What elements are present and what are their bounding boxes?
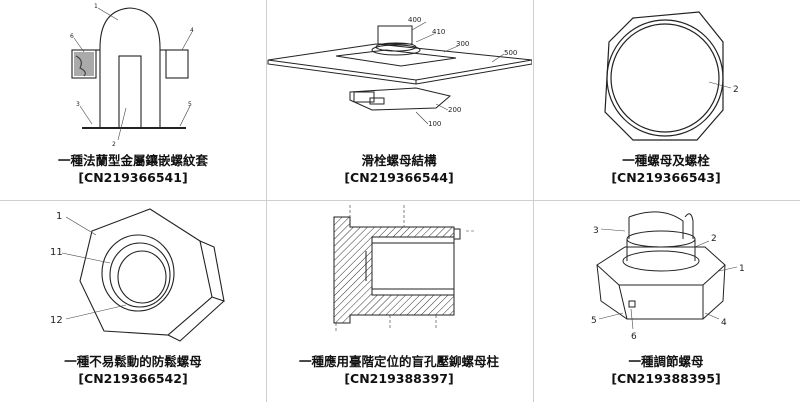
patent-caption: 一種螺母及螺栓 [CN219366543] [533, 152, 799, 186]
patent-number[interactable]: [CN219388397] [344, 371, 454, 386]
ref-label: 3 [593, 226, 599, 236]
patent-number[interactable]: [CN219366542] [78, 371, 188, 386]
patent-number[interactable]: [CN219366543] [611, 170, 721, 185]
patent-card-1[interactable]: 1 6 4 3 2 5 一種法蘭型金屬鑲嵌螺紋套 [CN219366541] [0, 0, 266, 201]
patent-title[interactable]: 滑栓螺母結構 [361, 153, 437, 168]
patent-card-6[interactable]: 3 2 1 5 6 4 一種調節螺母 [CN219388395] [533, 201, 799, 402]
ref-label: 2 [112, 141, 116, 148]
ref-label: 6 [70, 33, 74, 40]
ref-label: 500 [504, 49, 517, 57]
patent-card-5[interactable]: 一種應用臺階定位的盲孔壓鉚螺母柱 [CN219388397] [266, 201, 532, 402]
ref-label: 11 [50, 247, 63, 258]
ref-label: 1 [56, 211, 62, 222]
ref-label: 300 [456, 40, 469, 48]
ref-label: 5 [591, 316, 597, 326]
ref-label: 12 [50, 315, 63, 326]
ref-label: 3 [76, 101, 80, 108]
patent-card-4[interactable]: 1 11 12 一種不易鬆動的防鬆螺母 [CN219366542] [0, 201, 266, 402]
ref-label: 200 [448, 106, 461, 114]
blind-hole-rivet-nut-drawing [333, 205, 474, 331]
ref-label: 2 [711, 234, 717, 244]
flanged-insert-drawing: 1 6 4 3 2 5 [70, 3, 194, 148]
patent-caption: 滑栓螺母結構 [CN219366544] [266, 152, 532, 186]
slide-bolt-nut-drawing: 400 410 300 500 200 100 [267, 16, 532, 128]
ref-label: 4 [721, 318, 727, 328]
ref-label: 100 [428, 120, 441, 128]
grid-divider [266, 0, 267, 402]
ref-label: 2 [733, 85, 739, 95]
patent-caption: 一種調節螺母 [CN219388395] [533, 353, 799, 387]
ref-label: 1 [94, 3, 98, 10]
patent-number[interactable]: [CN219388395] [611, 371, 721, 386]
patent-number[interactable]: [CN219366544] [344, 170, 454, 185]
patent-title[interactable]: 一種調節螺母 [628, 354, 704, 369]
ref-label: 4 [190, 27, 194, 34]
nut-and-bolt-drawing: 2 [604, 11, 739, 141]
patent-number[interactable]: [CN219366541] [78, 170, 188, 185]
patent-title[interactable]: 一種不易鬆動的防鬆螺母 [64, 354, 202, 369]
ref-label: 400 [408, 16, 421, 24]
patent-caption: 一種不易鬆動的防鬆螺母 [CN219366542] [0, 353, 266, 387]
patent-card-2[interactable]: 400 410 300 500 200 100 滑栓螺母結構 [CN219366… [266, 0, 532, 201]
ref-label: 1 [739, 264, 745, 274]
ref-label: 410 [432, 28, 445, 36]
patent-title[interactable]: 一種螺母及螺栓 [622, 153, 710, 168]
patent-caption: 一種應用臺階定位的盲孔壓鉚螺母柱 [CN219388397] [266, 353, 532, 387]
grid-divider [0, 200, 800, 201]
patent-title[interactable]: 一種法蘭型金屬鑲嵌螺紋套 [57, 153, 208, 168]
anti-loosening-nut-drawing: 1 11 12 [50, 208, 225, 342]
patent-title[interactable]: 一種應用臺階定位的盲孔壓鉚螺母柱 [298, 354, 499, 369]
patent-card-3[interactable]: 2 一種螺母及螺栓 [CN219366543] [533, 0, 799, 201]
ref-label: 6 [631, 332, 637, 342]
adjusting-nut-drawing: 3 2 1 5 6 4 [591, 211, 745, 342]
ref-label: 5 [188, 101, 192, 108]
patent-caption: 一種法蘭型金屬鑲嵌螺紋套 [CN219366541] [0, 152, 266, 186]
grid-divider [533, 0, 534, 402]
